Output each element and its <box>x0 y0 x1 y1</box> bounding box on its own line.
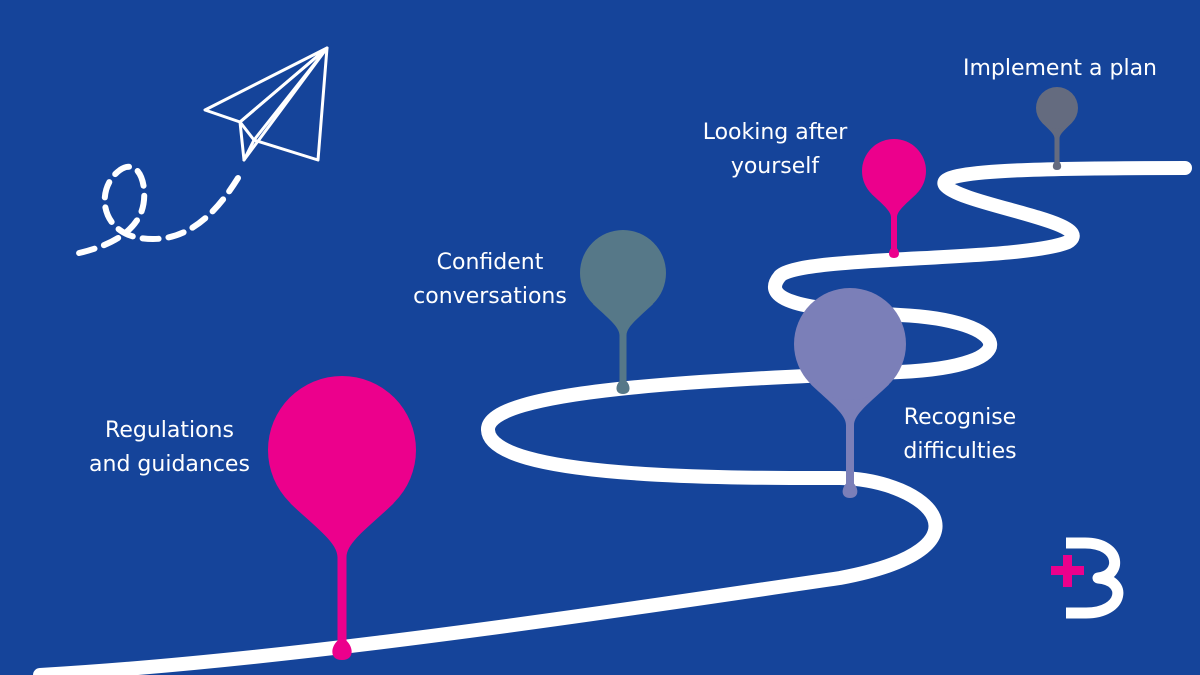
milestone-label-implement: Implement a plan <box>962 56 1158 81</box>
paper-plane-icon <box>203 46 329 162</box>
milestone-pin-regulations <box>268 376 416 660</box>
pin-tail <box>592 303 654 394</box>
milestone-pin-recognise <box>794 288 906 498</box>
pin-head <box>862 139 926 203</box>
pin-head <box>268 376 416 524</box>
pin-tail <box>290 503 394 660</box>
pin-tail <box>1042 123 1072 170</box>
pin-head <box>794 288 906 400</box>
pin-head <box>580 230 666 316</box>
milestone-pin-implement <box>1036 87 1078 170</box>
dashed-trail <box>67 164 241 258</box>
logo-icon <box>1051 537 1124 619</box>
milestone-pin-confident <box>580 230 666 394</box>
milestone-pin-looking <box>862 139 926 258</box>
pin-tail <box>871 194 917 258</box>
pin-tail <box>810 384 890 498</box>
pin-head <box>1036 87 1078 129</box>
